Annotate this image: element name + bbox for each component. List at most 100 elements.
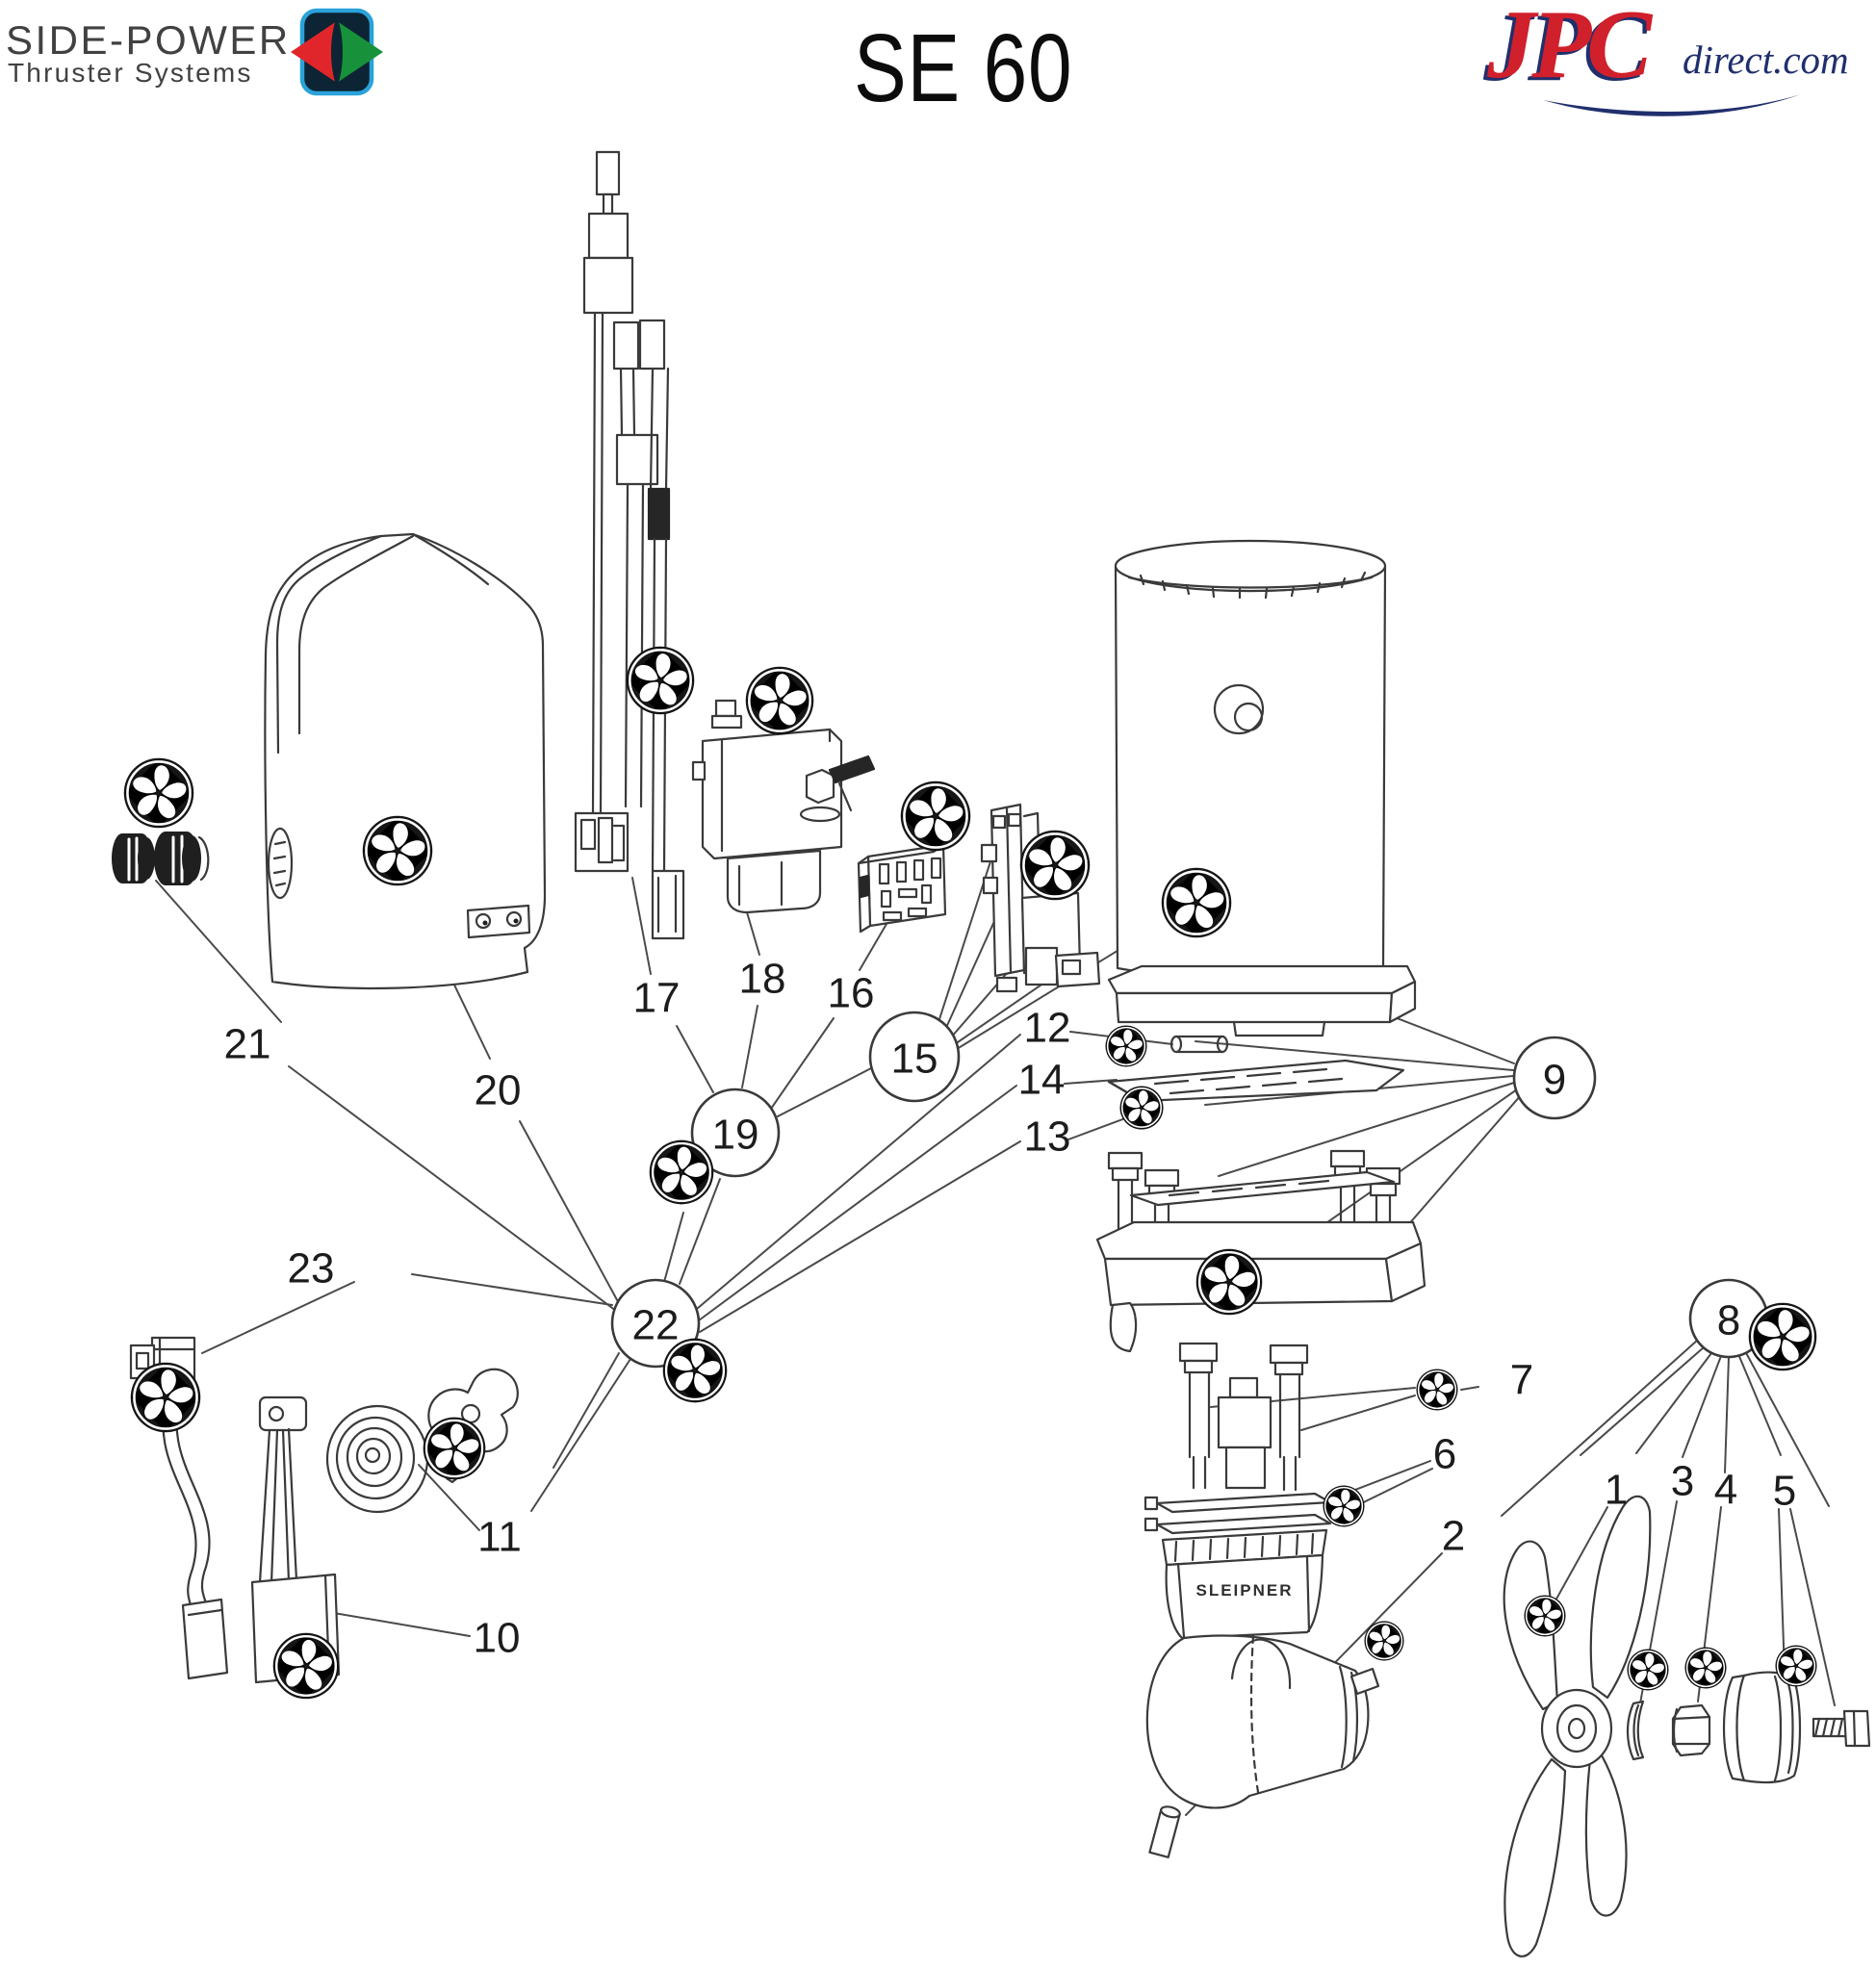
part-link-propeller-icon-5[interactable] — [1775, 1645, 1817, 1687]
red-arrow-icon — [291, 21, 337, 83]
jpc-domain-text: direct.com — [1683, 38, 1849, 82]
leader-line — [155, 880, 282, 1023]
leader-line — [553, 1352, 620, 1469]
part-link-propeller-icon-2[interactable] — [1364, 1621, 1404, 1661]
part-link-propeller-icon-16[interactable] — [900, 781, 971, 852]
engine-cover-drawing — [264, 532, 547, 990]
leader-line — [770, 1017, 835, 1110]
leader-line — [859, 923, 887, 971]
leader-line — [663, 1212, 684, 1283]
gearleg-brand-label: SLEIPNER — [1195, 1581, 1293, 1600]
leader-line — [741, 1005, 758, 1088]
callout-circle-15: 15 — [868, 1011, 961, 1103]
leader-line — [1291, 1088, 1518, 1248]
bracket-drawing — [980, 803, 1101, 993]
key-pin-drawing — [1169, 1035, 1229, 1054]
leader-line — [288, 1065, 617, 1312]
part-link-propeller-icon-6[interactable] — [1323, 1485, 1365, 1527]
part-link-propeller-icon-12[interactable] — [1105, 1025, 1147, 1067]
part-label-5: 5 — [1773, 1468, 1796, 1515]
jpc-logo: JPC direct.com — [1478, 0, 1872, 135]
part-link-propeller-icon-21[interactable] — [123, 757, 194, 829]
part-label-17: 17 — [633, 975, 681, 1022]
leader-line — [676, 1025, 714, 1093]
cable-tubes-drawing — [574, 150, 685, 940]
gearleg-drawing: SLEIPNER — [1144, 1342, 1380, 1858]
part-label-2: 2 — [1442, 1513, 1465, 1560]
flange-drawing — [1095, 1149, 1426, 1353]
part-link-propeller-icon-motor[interactable] — [1161, 867, 1232, 938]
leader-line — [1737, 1353, 1782, 1456]
part-link-propeller-icon-20[interactable] — [362, 815, 433, 886]
anode-drawing — [1722, 1671, 1802, 1784]
part-link-propeller-icon-8[interactable] — [1748, 1302, 1817, 1371]
part-link-propeller-icon-4[interactable] — [1684, 1647, 1727, 1689]
leader-line — [696, 1034, 1021, 1310]
green-arrow-icon — [337, 21, 383, 83]
callout-number-15: 15 — [891, 1036, 938, 1083]
relay-board-drawing — [857, 843, 947, 934]
leader-line — [1789, 1508, 1836, 1706]
jpc-logo-text: JPC — [1487, 0, 1652, 99]
leader-line — [1501, 1339, 1699, 1517]
leader-line — [746, 911, 760, 956]
part-link-propeller-icon-15[interactable] — [1019, 830, 1091, 901]
leader-line — [1580, 1346, 1705, 1456]
callout-circle-19: 19 — [690, 1088, 781, 1178]
spring-coil-drawing — [325, 1404, 449, 1514]
part-label-11: 11 — [477, 1514, 522, 1561]
part-link-propeller-icon-9[interactable] — [1195, 1248, 1263, 1316]
leader-lines — [155, 852, 1836, 1816]
callout-number-19: 19 — [712, 1112, 759, 1159]
motor-drawing — [1107, 539, 1417, 1037]
part-label-6: 6 — [1433, 1431, 1456, 1478]
part-label-21: 21 — [224, 1021, 271, 1068]
part-label-12: 12 — [1024, 1005, 1071, 1052]
leader-line — [1460, 1386, 1479, 1391]
part-link-propeller-icon-10[interactable] — [272, 1632, 340, 1700]
leader-line — [1778, 1508, 1786, 1674]
nut-drawing — [1671, 1703, 1711, 1757]
part-label-18: 18 — [739, 956, 786, 1003]
part-label-14: 14 — [1018, 1057, 1066, 1104]
leader-line — [679, 1178, 721, 1285]
callout-circle-8: 8 — [1688, 1278, 1769, 1359]
leader-line — [699, 1140, 1021, 1333]
part-link-propeller-icon-7[interactable] — [1416, 1369, 1458, 1411]
part-link-propeller-icon-11[interactable] — [423, 1417, 486, 1480]
leader-line — [698, 1085, 1017, 1321]
part-label-13: 13 — [1024, 1113, 1071, 1161]
leader-line — [1635, 1352, 1712, 1454]
part-label-4: 4 — [1714, 1467, 1737, 1514]
page-title: SE 60 — [853, 14, 1073, 122]
part-link-propeller-icon-3[interactable] — [1627, 1649, 1669, 1691]
leader-line — [631, 877, 652, 975]
washer-drawing — [1626, 1700, 1645, 1761]
leader-line — [418, 1464, 480, 1531]
leader-line — [777, 1067, 872, 1117]
brand-name: SIDE-POWER — [6, 17, 291, 63]
jpc-swoosh-icon — [1543, 94, 1801, 116]
part-link-propeller-icon-23[interactable] — [130, 1362, 201, 1433]
brand-tagline: Thruster Systems — [8, 58, 253, 88]
part-label-23: 23 — [288, 1245, 335, 1293]
part-link-propeller-icon-22[interactable] — [662, 1338, 728, 1403]
part-link-propeller-icon-18[interactable] — [745, 666, 814, 735]
part-link-propeller-icon-13[interactable] — [1119, 1086, 1164, 1130]
anode-screw-drawing — [1812, 1709, 1871, 1748]
leader-line — [411, 1273, 613, 1306]
leader-line — [519, 1120, 622, 1308]
part-label-1: 1 — [1605, 1467, 1628, 1514]
part-link-propeller-icon-1[interactable] — [1524, 1595, 1566, 1637]
leader-line — [201, 1281, 355, 1354]
part-label-7: 7 — [1510, 1357, 1533, 1404]
leader-line — [1724, 1356, 1730, 1473]
leader-line — [449, 974, 491, 1060]
leader-line — [1195, 1040, 1514, 1071]
part-link-propeller-icon-19[interactable] — [649, 1139, 714, 1205]
part-link-propeller-icon-17[interactable] — [626, 646, 695, 715]
gasket-drawing — [1107, 1059, 1405, 1103]
